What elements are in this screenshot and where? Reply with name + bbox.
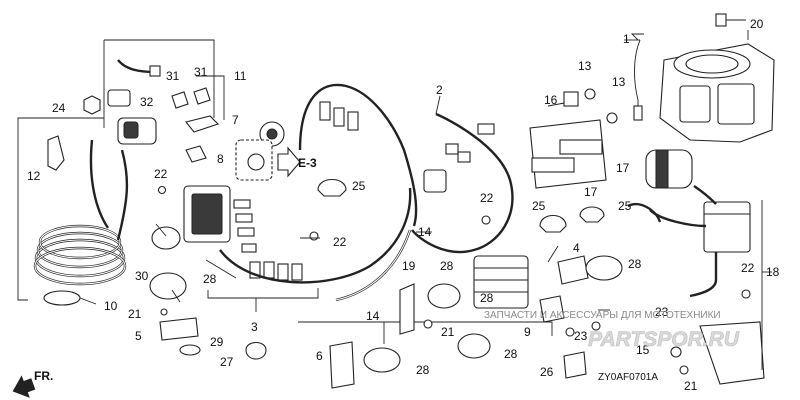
bracket-5 xyxy=(159,317,199,341)
callout-28b: 28 xyxy=(440,259,454,273)
callout-29: 29 xyxy=(210,335,224,349)
nut-24 xyxy=(83,95,101,115)
front-arrow-icon xyxy=(12,375,36,398)
callout-28a: 28 xyxy=(203,272,217,286)
callout-16: 16 xyxy=(544,93,558,107)
terminal-cover-12 xyxy=(47,135,65,171)
harness-plug xyxy=(423,169,447,193)
bracket-6 xyxy=(329,341,355,389)
bracket-15 xyxy=(699,321,765,385)
engine-group xyxy=(529,13,775,385)
callout-9: 9 xyxy=(524,325,531,339)
callout-31a: 31 xyxy=(166,69,180,83)
callout-28d: 28 xyxy=(504,347,518,361)
callout-3: 3 xyxy=(251,320,258,334)
front-indicator: FR. xyxy=(12,369,53,398)
regulator-rectifier xyxy=(473,255,529,309)
callout-23a: 23 xyxy=(655,305,669,319)
callout-12: 12 xyxy=(27,169,41,183)
callout-11: 11 xyxy=(234,69,247,83)
callout-14a: 14 xyxy=(418,225,432,239)
callout-23b: 23 xyxy=(574,329,588,343)
callout-28c: 28 xyxy=(628,257,642,271)
callout-31b: 31 xyxy=(194,65,208,79)
bracket-19 xyxy=(399,283,415,335)
callout-1: 1 xyxy=(623,32,630,46)
callout-2: 2 xyxy=(436,83,443,97)
cable-clamp-10 xyxy=(43,290,81,306)
callout-19: 19 xyxy=(402,259,416,273)
callout-18: 18 xyxy=(766,265,780,279)
callout-22b: 22 xyxy=(333,235,347,249)
front-label: FR. xyxy=(34,369,53,383)
watermark-tagline: ЗАПЧАСТИ И АКСЕССУАРЫ ДЛЯ МОТОТЕХНИКИ xyxy=(484,310,721,321)
callout-25c: 25 xyxy=(618,199,632,213)
callout-27: 27 xyxy=(220,355,234,369)
grommet-27 xyxy=(245,341,267,360)
callout-28f: 28 xyxy=(480,291,494,305)
wire-clip-25b xyxy=(539,214,567,233)
cdi-unit xyxy=(703,201,751,253)
callout-25a: 25 xyxy=(352,179,366,193)
callout-32: 32 xyxy=(140,95,154,109)
callout-24: 24 xyxy=(52,101,66,115)
wire-clip-25a xyxy=(317,178,347,197)
callout-22a: 22 xyxy=(154,167,168,181)
watermark-brand: PARTSPOR.RU xyxy=(588,328,740,351)
callout-10: 10 xyxy=(104,299,118,313)
callout-4: 4 xyxy=(573,241,580,255)
callout-30: 30 xyxy=(135,269,149,283)
main-harness-group xyxy=(151,83,553,344)
callout-labels: 1 2 3 4 5 6 7 8 9 10 11 12 13 13 14 14 1… xyxy=(27,17,780,393)
callout-17b: 17 xyxy=(584,185,598,199)
callout-6: 6 xyxy=(316,349,323,363)
wire-band-30 xyxy=(149,272,187,300)
callout-26: 26 xyxy=(540,365,554,379)
wire-clip-25c xyxy=(579,206,605,223)
part-code: ZY0AF0701A xyxy=(598,372,658,383)
reference-arrow xyxy=(277,146,301,178)
clip-31b xyxy=(193,87,211,105)
callout-17a: 17 xyxy=(616,161,630,175)
relay-connector xyxy=(107,89,131,107)
callout-22c: 22 xyxy=(480,191,494,205)
bracket-9 xyxy=(539,295,565,323)
callout-14b: 14 xyxy=(366,309,380,323)
regulator-group xyxy=(329,214,623,389)
callout-15: 15 xyxy=(636,343,650,357)
callout-21b: 21 xyxy=(441,325,455,339)
reference-label: E-3 xyxy=(298,156,317,170)
callout-22d: 22 xyxy=(741,261,755,275)
callout-13b: 13 xyxy=(612,75,626,89)
callout-5: 5 xyxy=(135,329,142,343)
callout-8: 8 xyxy=(217,152,224,166)
callout-28e: 28 xyxy=(416,363,430,377)
leader-lines xyxy=(155,33,772,370)
callout-20: 20 xyxy=(750,17,764,31)
callout-25b: 25 xyxy=(532,199,546,213)
callout-7: 7 xyxy=(232,113,239,127)
starter-motor xyxy=(645,149,693,189)
callout-21c: 21 xyxy=(684,379,698,393)
plate-4 xyxy=(557,255,589,285)
clip-31a xyxy=(171,91,189,109)
bracket-7 xyxy=(185,115,220,133)
holder-26 xyxy=(563,351,587,379)
battery-cable-group xyxy=(17,39,267,360)
callout-21a: 21 xyxy=(128,307,142,321)
bracket-8 xyxy=(185,145,207,163)
callout-13a: 13 xyxy=(578,59,592,73)
